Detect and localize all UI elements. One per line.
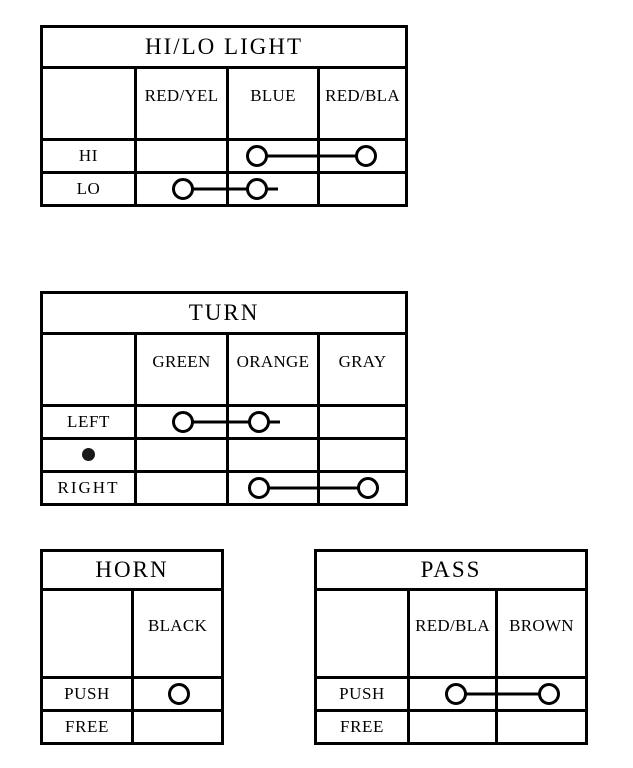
table-row: RIGHT (43, 470, 405, 503)
table-title: PASS (420, 556, 482, 582)
cell-push-black (131, 679, 221, 709)
column-header-red-yel: RED/YEL (134, 69, 226, 138)
contact-group (229, 407, 317, 437)
column-header-brown: BROWN (495, 591, 585, 676)
contact-node (172, 178, 194, 200)
cell-hi-blue (226, 141, 367, 171)
table-row: FREE (43, 709, 221, 742)
table-row: LO (43, 171, 405, 204)
table-title: HORN (95, 556, 169, 582)
table-header-row: RED/BLA BROWN (317, 588, 585, 676)
table-title-row: HORN (43, 552, 221, 588)
column-header-black: BLACK (131, 591, 221, 676)
table-title: HI/LO LIGHT (144, 33, 304, 59)
table-row: FREE (317, 709, 585, 742)
contact-node (246, 178, 268, 200)
cell-hi-red-bla (317, 141, 405, 171)
cell-right-gray (317, 473, 405, 503)
cell-lo-red-bla (317, 174, 405, 204)
table-header-row: BLACK (43, 588, 221, 676)
table-hilo-light: HI/LO LIGHT RED/YEL BLUE RED/BLA HI LO (40, 25, 408, 207)
table-title: TURN (188, 299, 260, 325)
column-header-gray: GRAY (317, 335, 405, 404)
neutral-dot-icon (82, 447, 95, 461)
contact-node (172, 411, 194, 433)
cell-left-green (134, 407, 280, 437)
column-header-red-bla: RED/BLA (407, 591, 495, 676)
table-title-row: PASS (317, 552, 585, 588)
row-label-lo: LO (76, 178, 101, 198)
contact-group (498, 679, 585, 709)
header-corner (43, 69, 134, 138)
row-label-push: PUSH (64, 683, 110, 703)
column-header-red-bla: RED/BLA (317, 69, 405, 138)
cell-free-red-bla (407, 712, 495, 742)
cell-left-orange (226, 407, 317, 437)
table-row: PUSH (43, 676, 221, 709)
column-header-blue: BLUE (226, 69, 317, 138)
contact-group (137, 407, 280, 437)
cell-push-brown (495, 679, 585, 709)
table-row: PUSH (317, 676, 585, 709)
cell-left-gray (317, 407, 405, 437)
header-corner (317, 591, 407, 676)
contact-group (229, 473, 369, 503)
table-title-row: TURN (43, 294, 405, 332)
table-horn: HORN BLACK PUSH FREE (40, 549, 224, 745)
contact-node (445, 683, 467, 705)
cell-free-brown (495, 712, 585, 742)
contact-node (246, 145, 268, 167)
contact-node (248, 411, 270, 433)
table-turn: TURN GREEN ORANGE GRAY LEFT RIGHT (40, 291, 408, 506)
table-header-row: GREEN ORANGE GRAY (43, 332, 405, 404)
row-label-left: LEFT (66, 411, 110, 431)
row-label-free: FREE (65, 716, 109, 736)
contact-node (168, 683, 190, 705)
cell-neutral-orange (226, 440, 317, 470)
header-corner (43, 591, 131, 676)
contact-group (134, 679, 221, 709)
cell-free-black (131, 712, 221, 742)
cell-push-red-bla (407, 679, 554, 709)
cell-hi-red-yel (134, 141, 226, 171)
contact-node (248, 477, 270, 499)
contact-group (229, 141, 367, 171)
row-label-free: FREE (340, 716, 384, 736)
contact-group (137, 174, 278, 204)
row-label-push: PUSH (339, 683, 385, 703)
table-pass: PASS RED/BLA BROWN PUSH FREE (314, 549, 588, 745)
contact-node (538, 683, 560, 705)
table-title-row: HI/LO LIGHT (43, 28, 405, 66)
column-header-green: GREEN (134, 335, 226, 404)
contact-group (229, 174, 317, 204)
table-header-row: RED/YEL BLUE RED/BLA (43, 66, 405, 138)
contact-node (357, 477, 379, 499)
table-row: HI (43, 138, 405, 171)
contact-node (355, 145, 377, 167)
contact-group (410, 679, 554, 709)
contact-group (320, 473, 405, 503)
contact-group (320, 141, 405, 171)
row-label-right: RIGHT (57, 477, 120, 497)
cell-neutral-gray (317, 440, 405, 470)
row-label-hi: HI (78, 145, 99, 165)
table-row: LEFT (43, 404, 405, 437)
cell-right-orange (226, 473, 369, 503)
cell-lo-red-yel (134, 174, 278, 204)
column-header-orange: ORANGE (226, 335, 317, 404)
row-label-neutral (43, 440, 134, 470)
header-corner (43, 335, 134, 404)
table-row (43, 437, 405, 470)
cell-lo-blue (226, 174, 317, 204)
cell-right-green (134, 473, 226, 503)
cell-neutral-green (134, 440, 226, 470)
